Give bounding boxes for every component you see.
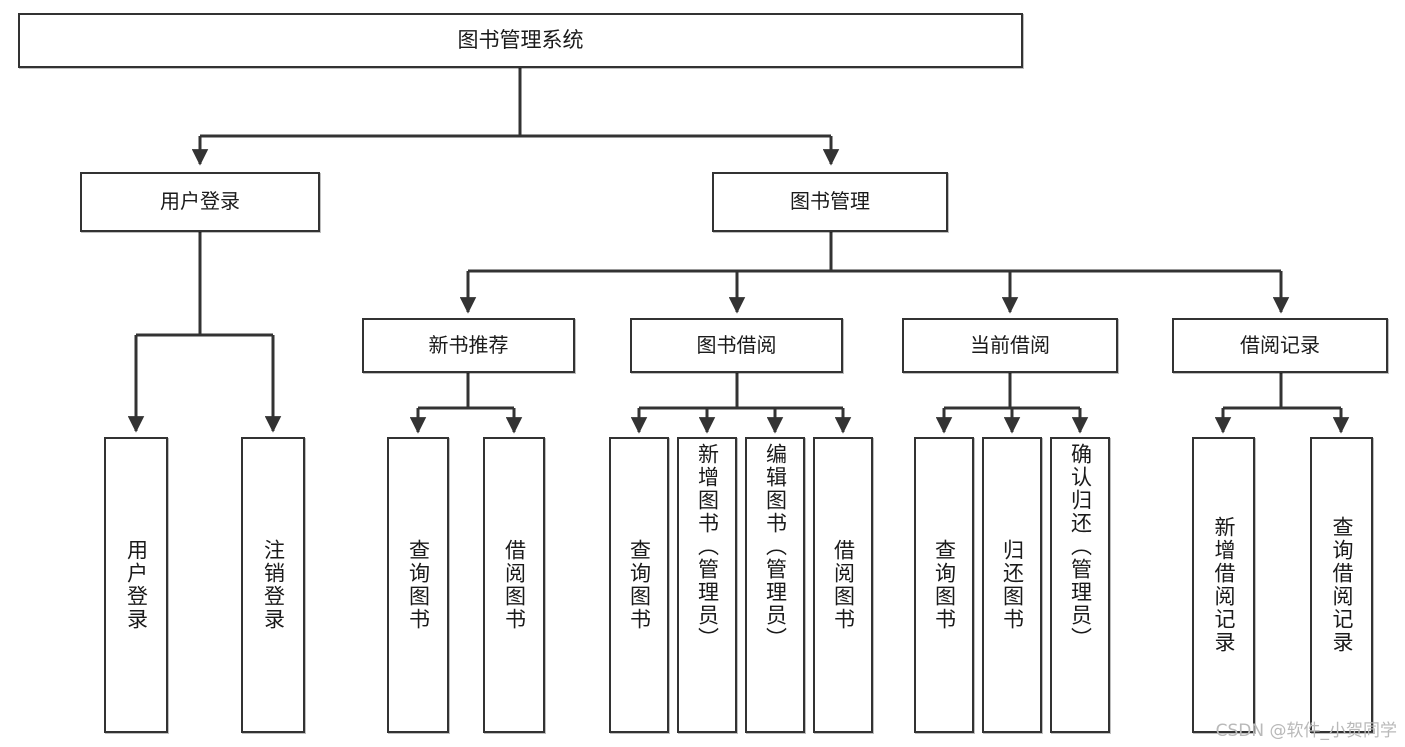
leaf-user-login-signout[interactable]: 注销登录 [241,437,305,733]
leaf-new-book-borrow[interactable]: 借阅图书 [483,437,545,733]
node-label: 查询借阅记录 [1330,516,1354,654]
node-book-borrow[interactable]: 图书借阅 [630,318,843,373]
leaf-book-borrow-edit[interactable]: 编辑图书（管理员） [745,437,805,733]
leaf-book-borrow-query[interactable]: 查询图书 [609,437,669,733]
leaf-book-borrow-add[interactable]: 新增图书（管理员） [677,437,737,733]
node-label: 查询图书 [406,539,431,631]
leaf-current-borrow-return[interactable]: 归还图书 [982,437,1042,733]
node-label: 编辑图书（管理员） [763,443,788,650]
node-label: 新增图书（管理员） [695,443,720,650]
node-label: 确认归还（管理员） [1068,443,1093,650]
node-label: 查询图书 [627,539,652,631]
node-book-management[interactable]: 图书管理 [712,172,948,232]
node-label: 图书借阅 [696,332,777,357]
node-new-book-recommend[interactable]: 新书推荐 [362,318,575,373]
leaf-new-book-query[interactable]: 查询图书 [387,437,449,733]
node-label: 注销登录 [261,539,286,631]
node-label: 用户登录 [160,189,240,214]
node-root-system[interactable]: 图书管理系统 [18,13,1023,68]
node-label: 归还图书 [1000,539,1025,631]
node-label: 借阅图书 [831,539,856,631]
leaf-current-borrow-query[interactable]: 查询图书 [914,437,974,733]
node-label: 用户登录 [124,539,149,631]
leaf-book-borrow-lend[interactable]: 借阅图书 [813,437,873,733]
watermark-text: CSDN @软件_小贺同学 [1215,721,1397,741]
node-label: 图书管理 [790,189,870,214]
node-label: 新增借阅记录 [1212,516,1236,654]
node-label: 新书推荐 [428,332,509,357]
node-label: 当前借阅 [970,332,1050,357]
node-user-login[interactable]: 用户登录 [80,172,320,232]
leaf-borrow-record-query[interactable]: 查询借阅记录 [1310,437,1373,733]
node-label: 查询图书 [932,539,957,631]
leaf-borrow-record-add[interactable]: 新增借阅记录 [1192,437,1255,733]
node-label: 图书管理系统 [457,28,584,53]
node-current-borrow[interactable]: 当前借阅 [902,318,1118,373]
node-label: 借阅记录 [1240,332,1320,357]
leaf-current-borrow-confirm-return[interactable]: 确认归还（管理员） [1050,437,1110,733]
node-borrow-record[interactable]: 借阅记录 [1172,318,1388,373]
node-label: 借阅图书 [502,539,527,631]
leaf-user-login-signin[interactable]: 用户登录 [104,437,168,733]
